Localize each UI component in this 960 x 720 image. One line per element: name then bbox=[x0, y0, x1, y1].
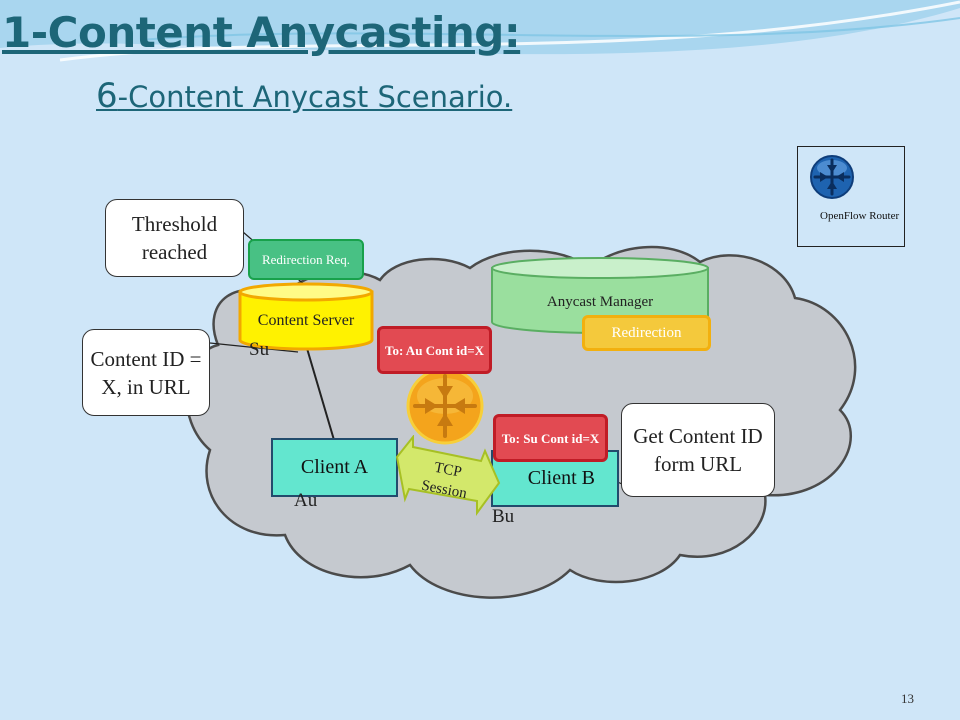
anycast-manager-label: Anycast Manager bbox=[546, 293, 654, 310]
subtitle-number: 6 bbox=[96, 76, 118, 116]
get-content-callout: Get Content ID form URL bbox=[621, 403, 775, 497]
openflow-router-icon bbox=[810, 155, 854, 199]
bu-label: Bu bbox=[492, 506, 515, 527]
content-server-label: Content Server bbox=[257, 311, 355, 329]
slide-subtitle: 6-Content Anycast Scenario. bbox=[96, 76, 512, 116]
callout-pointer-content-id bbox=[209, 342, 299, 353]
page-number: 13 bbox=[901, 691, 914, 706]
content-id-callout: Content ID = X, in URL bbox=[82, 329, 210, 416]
legend-box: OpenFlow Router bbox=[797, 146, 905, 247]
slide-title: 1-Content Anycasting: bbox=[2, 8, 521, 57]
header-swoosh-line bbox=[59, 0, 960, 62]
content-server-cylinder bbox=[238, 282, 374, 351]
redirection-tag: Redirection bbox=[582, 315, 711, 351]
subtitle-text: -Content Anycast Scenario. bbox=[117, 80, 513, 114]
au-label: Au bbox=[294, 490, 318, 511]
client-a-node: Client A bbox=[271, 438, 398, 497]
anycast-router-icon bbox=[406, 367, 484, 445]
connector-client-a-server bbox=[305, 344, 335, 441]
to-su-tag: To: Su Cont id=X bbox=[493, 414, 608, 462]
header-swoosh bbox=[0, 0, 960, 55]
su-label: Su bbox=[249, 339, 270, 360]
threshold-callout: Threshold reached bbox=[105, 199, 244, 277]
header-swoosh-line bbox=[139, 17, 960, 41]
to-au-tag: To: Au Cont id=X bbox=[377, 326, 492, 374]
redirection-req-tag: Redirection Req. bbox=[248, 239, 364, 280]
legend-label: OpenFlow Router bbox=[820, 210, 900, 222]
tcp-session-arrow bbox=[395, 435, 501, 517]
anycast-manager-cylinder bbox=[491, 257, 709, 334]
